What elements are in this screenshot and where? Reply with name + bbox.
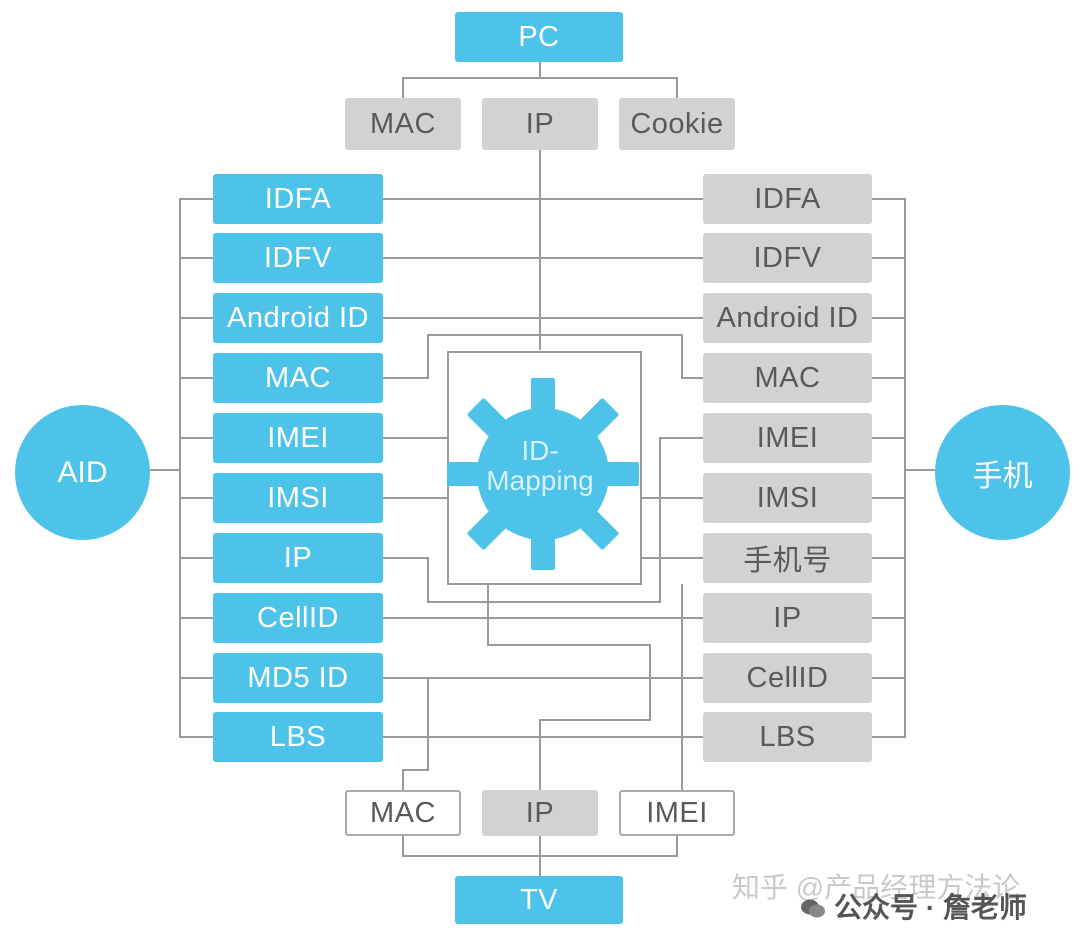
tv-mac-node: MAC [345, 790, 461, 836]
aid-imei-node: IMEI [213, 413, 383, 463]
id-mapping-label: ID- Mapping [470, 436, 610, 496]
pc-node: PC [455, 12, 623, 62]
phone-imei-node: IMEI [703, 413, 872, 463]
aid-ip-node: IP [213, 533, 383, 583]
pc-ip-node: IP [482, 98, 598, 150]
phone-cellid-node: CellID [703, 653, 872, 703]
phone-node: 手机 [935, 405, 1070, 540]
pc-cookie-node: Cookie [619, 98, 735, 150]
phone-lbs-node: LBS [703, 712, 872, 762]
aid-cellid-node: CellID [213, 593, 383, 643]
aid-imsi-node: IMSI [213, 473, 383, 523]
aid-idfv-node: IDFV [213, 233, 383, 283]
phone-number-node: 手机号 [703, 533, 872, 583]
pc-mac-node: MAC [345, 98, 461, 150]
aid-md5-id-node: MD5 ID [213, 653, 383, 703]
tv-imei-node: IMEI [619, 790, 735, 836]
aid-lbs-node: LBS [213, 712, 383, 762]
aid-idfa-node: IDFA [213, 174, 383, 224]
aid-node: AID [15, 405, 150, 540]
wechat-icon [800, 895, 826, 918]
phone-imsi-node: IMSI [703, 473, 872, 523]
phone-idfa-node: IDFA [703, 174, 872, 224]
tv-node: TV [455, 876, 623, 924]
id-mapping-label-line2: Mapping [486, 465, 594, 496]
phone-idfv-node: IDFV [703, 233, 872, 283]
aid-mac-node: MAC [213, 353, 383, 403]
tv-ip-node: IP [482, 790, 598, 836]
zhihu-watermark: 知乎 @产品经理方法论 [732, 872, 1021, 903]
aid-android-id-node: Android ID [213, 293, 383, 343]
phone-mac-node: MAC [703, 353, 872, 403]
phone-ip-node: IP [703, 593, 872, 643]
gear-icon [447, 378, 639, 570]
wechat-watermark-text: 公众号 · 詹老师 [834, 892, 1027, 923]
phone-android-id-node: Android ID [703, 293, 872, 343]
wechat-watermark: 公众号 · 詹老师 [800, 886, 1027, 926]
id-mapping-label-line1: ID- [521, 435, 559, 466]
